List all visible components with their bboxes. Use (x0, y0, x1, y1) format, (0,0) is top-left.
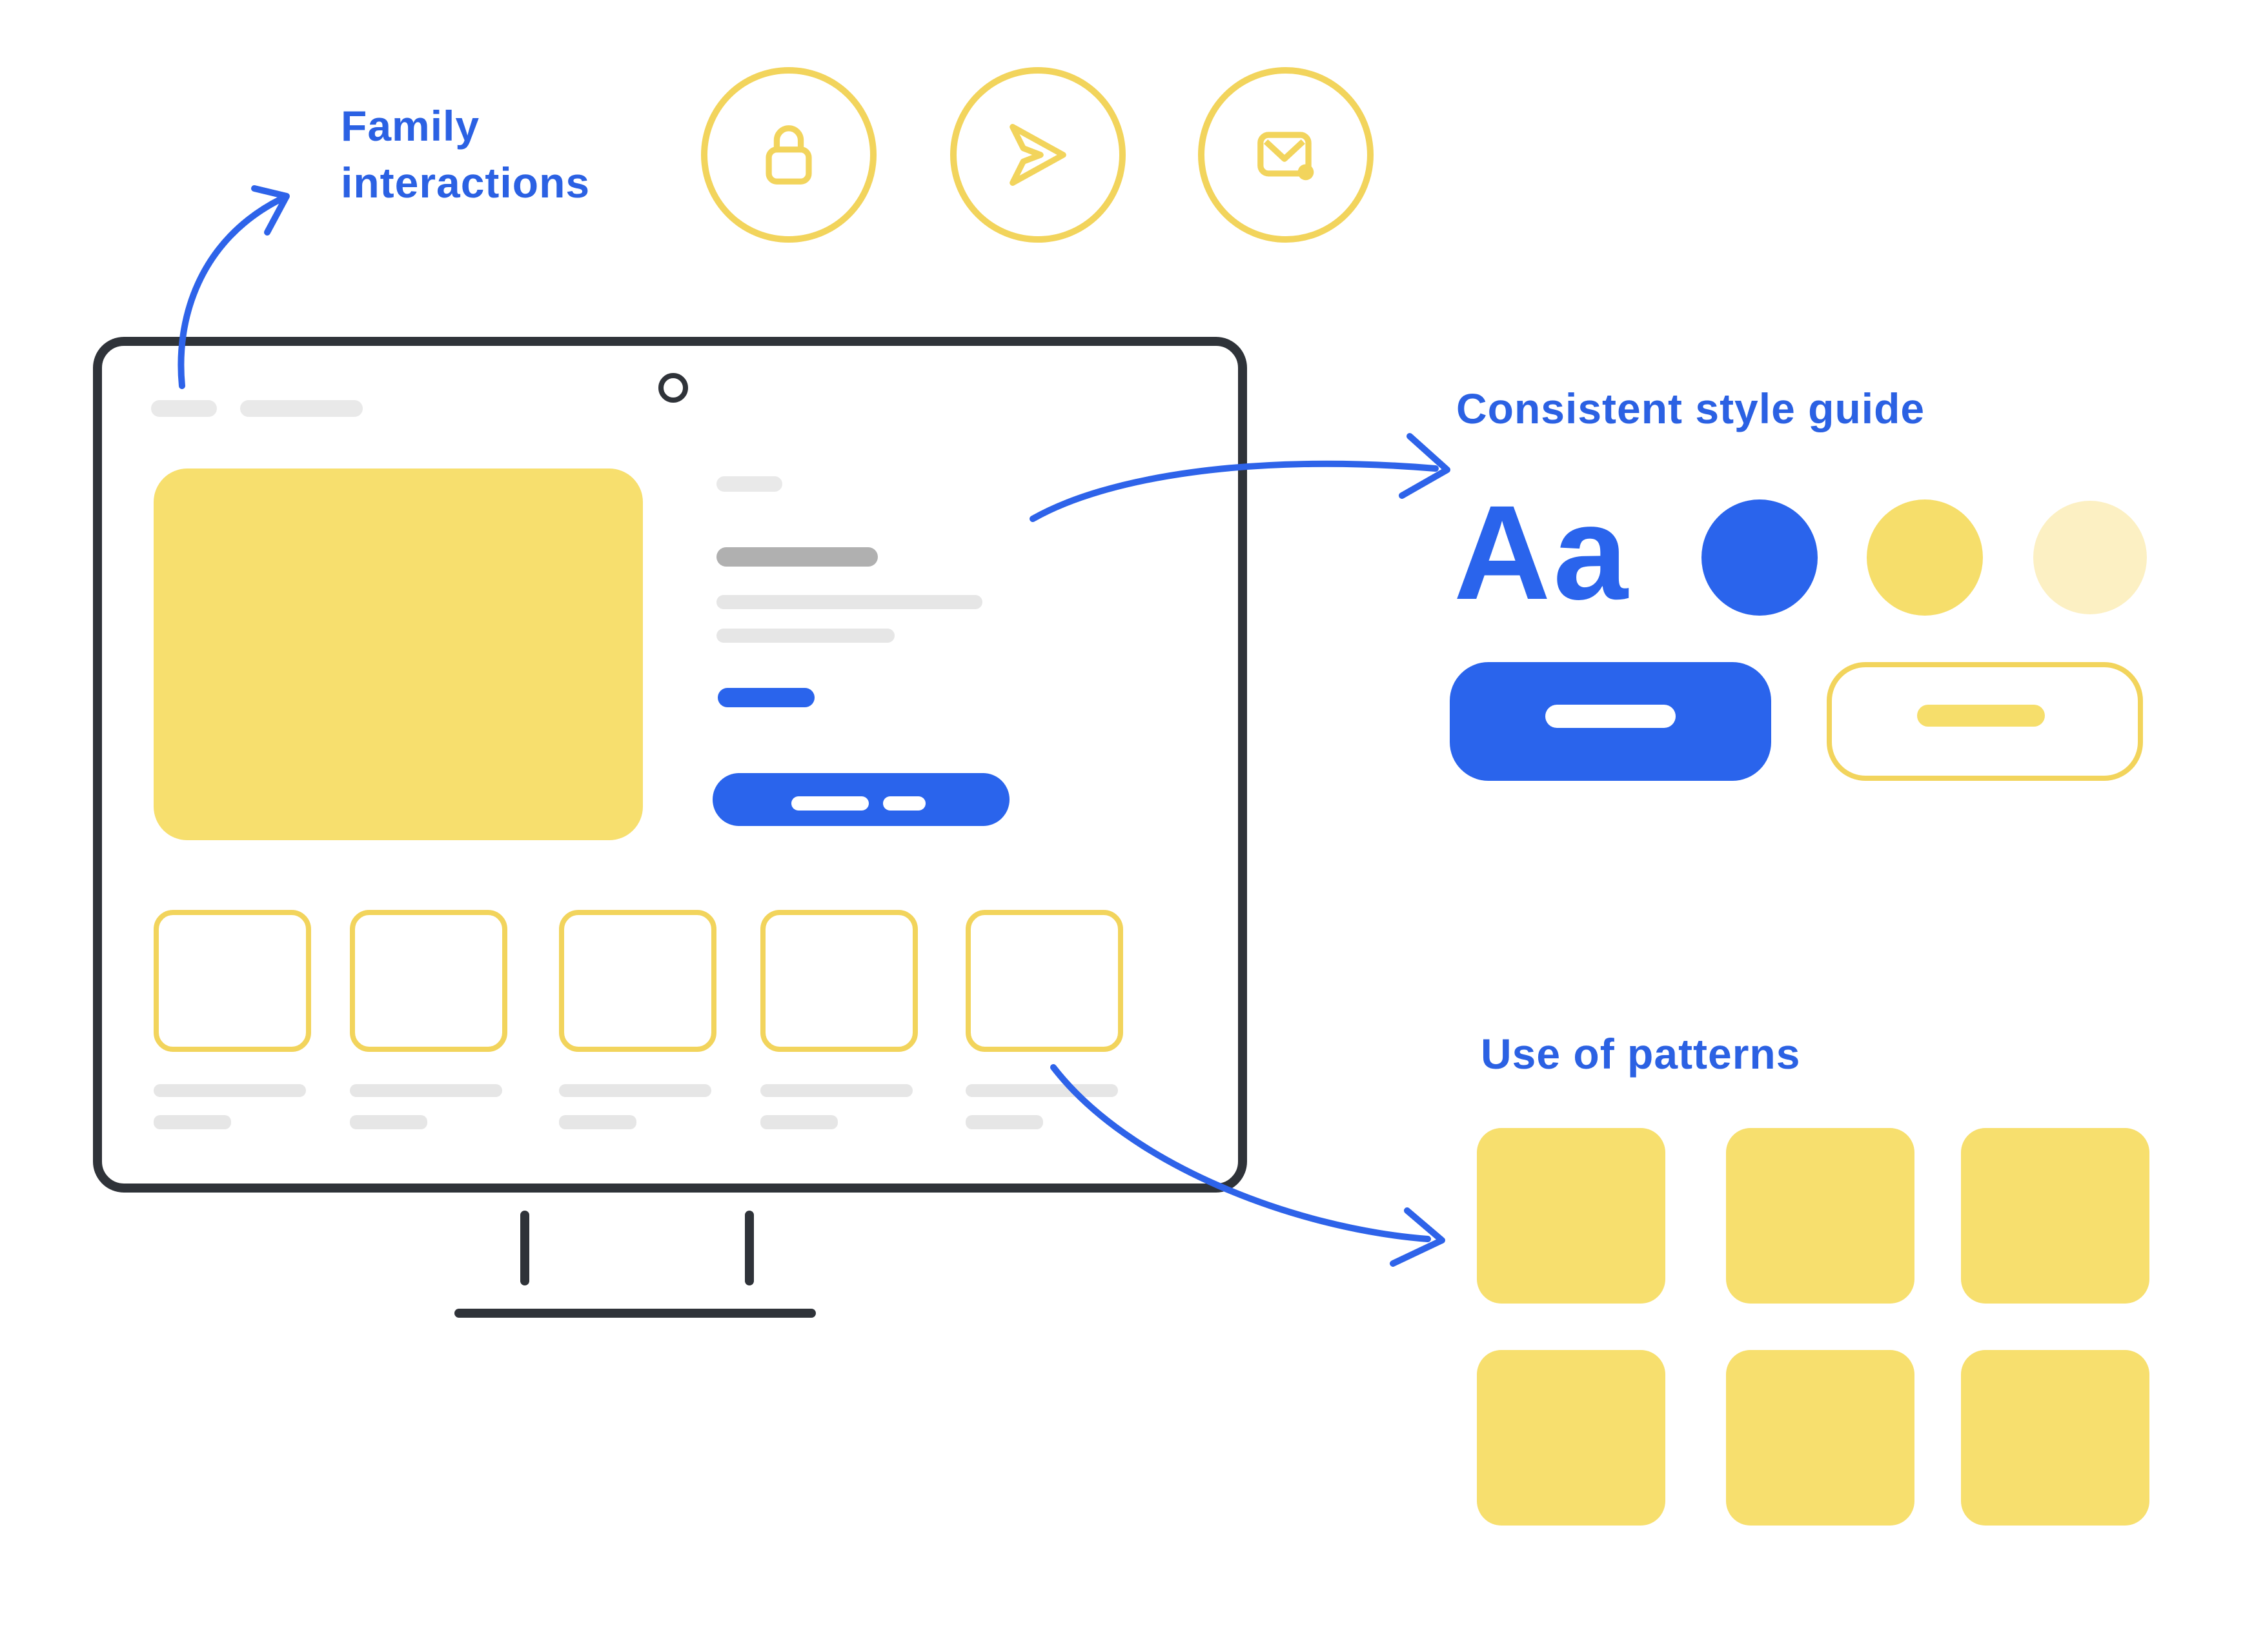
button-label-placeholder (883, 796, 926, 811)
wireframe-card (760, 910, 918, 1052)
color-swatch-pale-yellow (2033, 501, 2147, 614)
lock-badge (701, 67, 877, 243)
caption-placeholder (966, 1115, 1043, 1129)
wireframe-card-group (350, 910, 507, 1129)
pattern-tile (1726, 1350, 1914, 1526)
wireframe-card (154, 910, 311, 1052)
primary-button-sample (1450, 662, 1771, 781)
button-label-placeholder (1917, 705, 2045, 727)
caption-placeholder (350, 1084, 502, 1097)
wireframe-card (966, 910, 1123, 1052)
arrowhead (1399, 433, 1450, 499)
arrowhead (1390, 1207, 1445, 1267)
wireframe-card (350, 910, 507, 1052)
body-text-placeholder (716, 629, 895, 643)
mail-badge (1198, 67, 1374, 243)
caption-placeholder (154, 1084, 306, 1097)
monitor-stand-leg (745, 1211, 754, 1285)
pattern-tile (1961, 1350, 2149, 1526)
secondary-button-sample (1827, 662, 2143, 781)
send-badge (950, 67, 1126, 243)
hero-image-placeholder (154, 468, 643, 840)
color-swatch-blue (1701, 499, 1818, 616)
body-text-placeholder (716, 595, 982, 609)
eyebrow-text-placeholder (716, 476, 782, 492)
headline-placeholder (716, 547, 878, 567)
typography-sample: Aa (1454, 479, 1630, 629)
button-label-placeholder (791, 796, 869, 811)
caption-placeholder (559, 1084, 711, 1097)
caption-placeholder (760, 1115, 838, 1129)
wireframe-card (559, 910, 716, 1052)
style-guide-title: Consistent style guide (1456, 385, 1925, 432)
caption-placeholder (760, 1084, 913, 1097)
lock-icon (766, 125, 812, 185)
patterns-title: Use of patterns (1481, 1030, 1801, 1078)
pattern-grid (1477, 1128, 2149, 1527)
arrowhead (251, 185, 290, 236)
camera-dot (658, 373, 688, 403)
caption-placeholder (966, 1084, 1118, 1097)
monitor-stand-leg (520, 1211, 529, 1285)
caption-placeholder (350, 1115, 427, 1129)
caption-placeholder (559, 1115, 636, 1129)
family-interactions-label: Family interactions (341, 102, 591, 206)
pattern-tile (1477, 1128, 1665, 1304)
wireframe-card-group (154, 910, 311, 1129)
button-label-placeholder (1545, 705, 1676, 728)
link-placeholder (718, 688, 815, 707)
cta-button-placeholder (713, 773, 1010, 826)
wireframe-card-group (966, 910, 1123, 1129)
pattern-tile (1477, 1350, 1665, 1526)
send-icon (1010, 124, 1066, 186)
monitor-stand-base (454, 1309, 816, 1318)
mail-icon (1257, 132, 1314, 181)
pattern-tile (1961, 1128, 2149, 1304)
pattern-tile (1726, 1128, 1914, 1304)
caption-placeholder (154, 1115, 231, 1129)
nav-placeholder-pill (240, 400, 363, 417)
color-swatch-yellow (1867, 499, 1983, 616)
wireframe-card-group (559, 910, 716, 1129)
wireframe-card-group (760, 910, 918, 1129)
nav-placeholder-pill (151, 400, 217, 417)
